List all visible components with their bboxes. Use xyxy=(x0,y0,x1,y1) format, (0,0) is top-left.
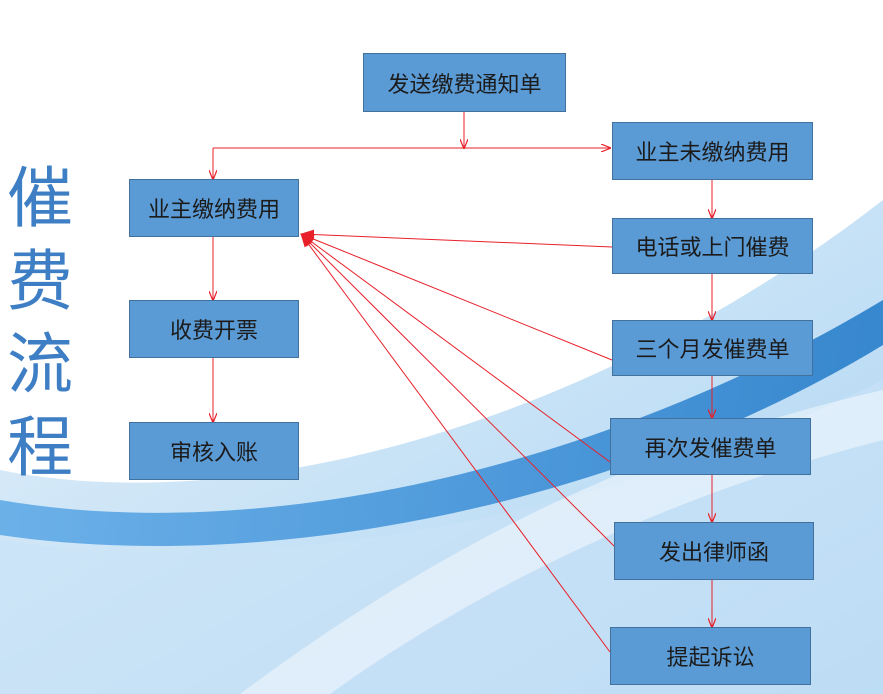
title-char-2: 费 xyxy=(7,243,73,320)
node-owner-paid: 业主缴纳费用 xyxy=(129,179,299,237)
node-audit-post: 审核入账 xyxy=(129,422,299,480)
node-issue-receipt: 收费开票 xyxy=(129,300,299,358)
node-owner-unpaid: 业主未缴纳费用 xyxy=(612,122,813,180)
node-lawyer-letter: 发出律师函 xyxy=(614,522,814,580)
node-second-notice: 再次发催费单 xyxy=(610,418,811,475)
title-char-4: 程 xyxy=(7,409,73,486)
title-char-1: 催 xyxy=(7,160,73,237)
node-three-month-notice: 三个月发催费单 xyxy=(612,320,813,376)
node-send-notice: 发送缴费通知单 xyxy=(363,53,566,112)
node-phone-or-visit: 电话或上门催费 xyxy=(612,218,813,274)
title-char-3: 流 xyxy=(7,326,73,403)
node-lawsuit: 提起诉讼 xyxy=(610,627,811,685)
